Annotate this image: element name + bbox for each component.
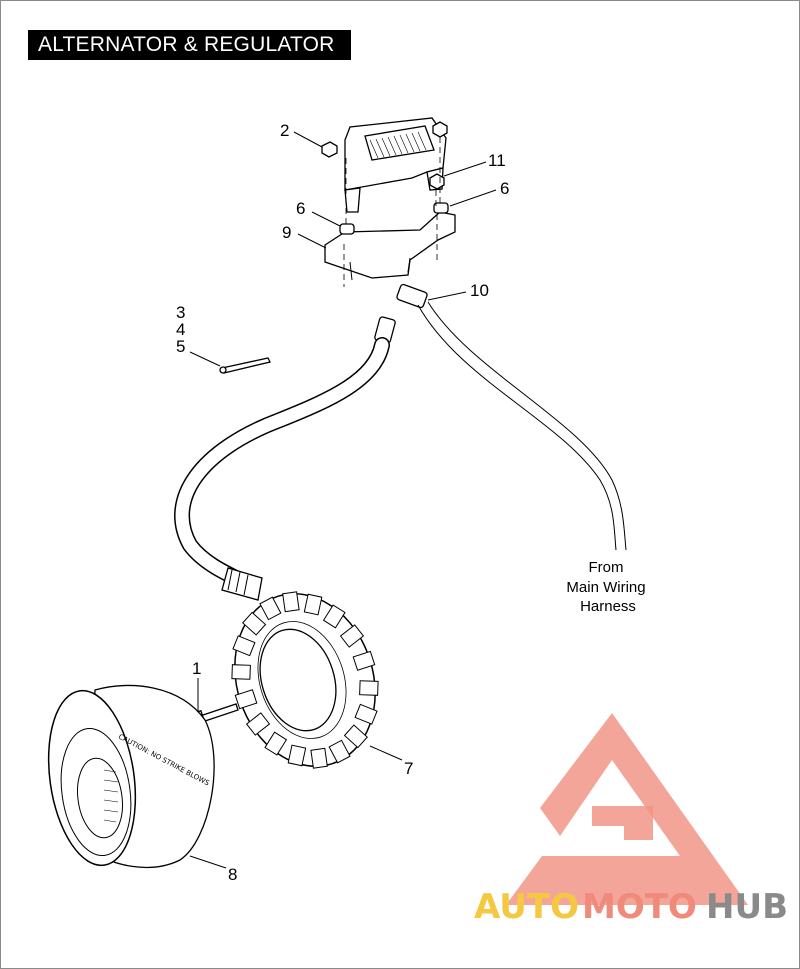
stator-tooth — [242, 611, 267, 636]
stator-tooth — [234, 689, 258, 710]
spacer-6-left — [339, 223, 355, 235]
stator-tooth — [322, 604, 346, 629]
callout-6-left: 6 — [296, 199, 305, 218]
automotohub-watermark-logo — [506, 713, 748, 905]
stator-7 — [231, 591, 379, 769]
harness-note-line-3: Harness — [580, 598, 636, 615]
page-title: ALTERNATOR & REGULATOR — [28, 30, 351, 60]
stator-tooth — [328, 739, 351, 764]
stator-tooth — [245, 712, 271, 736]
voltage-regulator — [321, 117, 456, 287]
callout-2: 2 — [280, 121, 289, 140]
spacer-6-right — [433, 202, 449, 214]
watermark-g-shape — [592, 806, 653, 840]
callout-9: 9 — [282, 223, 291, 242]
connector-10 — [396, 283, 428, 309]
callout-3: 3 — [176, 303, 185, 322]
stator-tooth — [352, 650, 376, 671]
regulator-bracket — [324, 211, 456, 279]
stator-tooth — [343, 724, 368, 749]
stator-tooth — [287, 744, 307, 767]
harness-note-line-2: Main Wiring — [566, 579, 645, 596]
stator-tooth — [231, 664, 251, 680]
callout-7: 7 — [404, 759, 413, 778]
pin-3-4-5 — [219, 357, 271, 374]
stator-tooth — [310, 747, 328, 769]
stator-tooth — [259, 596, 282, 621]
nut-11b — [429, 173, 445, 190]
regulator-harness-wires — [396, 283, 627, 551]
callout-1: 1 — [192, 659, 201, 678]
callout-6-right: 6 — [500, 179, 509, 198]
callout-4: 4 — [176, 320, 185, 339]
watermark-auto: AUTO — [474, 887, 579, 927]
watermark-moto: MOTO — [582, 887, 697, 927]
rotor-8: CAUTION: NO STRIKE BLOWS — [47, 684, 215, 868]
stator-tooth — [282, 591, 300, 613]
nut-11 — [432, 121, 448, 138]
stator-tooth — [232, 635, 256, 657]
callout-10: 10 — [470, 281, 489, 300]
stator-tooth — [359, 680, 379, 696]
stator-tooth — [264, 731, 288, 756]
nut-2 — [321, 141, 338, 158]
callout-11: 11 — [488, 151, 506, 170]
stator-cable — [174, 316, 396, 601]
stator-tooth — [303, 593, 323, 616]
stator-tooth — [354, 703, 378, 725]
harness-note-line-1: From — [589, 559, 624, 576]
callout-5: 5 — [176, 337, 185, 356]
leader-lines — [189, 131, 497, 869]
watermark-triangle-shape — [506, 713, 748, 905]
stator-tooth — [339, 624, 365, 648]
watermark-hub: HUB — [706, 887, 788, 927]
callout-8: 8 — [228, 865, 237, 884]
automotohub-watermark-text: AUTO MOTO HUB — [474, 887, 788, 927]
